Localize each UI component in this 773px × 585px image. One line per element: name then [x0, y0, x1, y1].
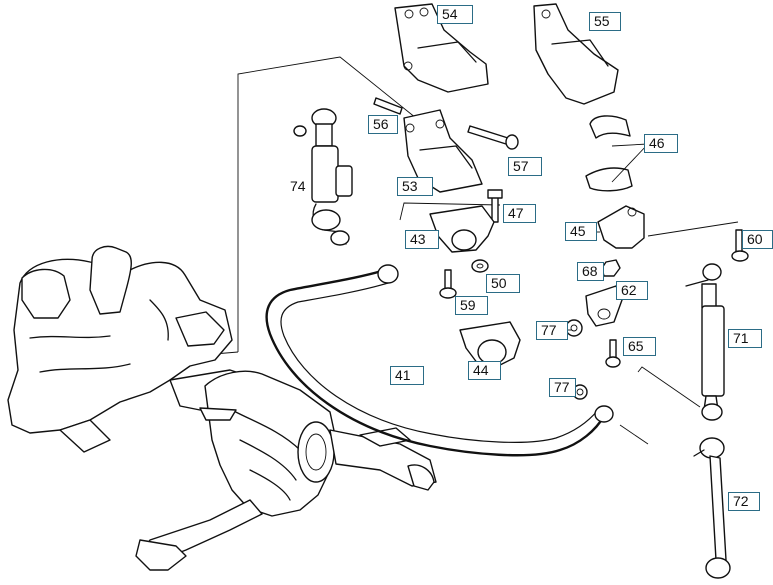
callout-57[interactable]: 57	[508, 157, 542, 176]
bolt-60	[731, 229, 749, 262]
bracket-54	[394, 3, 489, 93]
callout-46[interactable]: 46	[644, 134, 678, 153]
callout-43[interactable]: 43	[405, 230, 439, 249]
clamp-43	[429, 205, 495, 253]
clamp-45	[597, 205, 645, 249]
strut-71	[685, 263, 725, 421]
bracket-55	[533, 3, 619, 105]
callout-41[interactable]: 41	[390, 366, 424, 385]
callout-77-lower[interactable]: 77	[549, 378, 576, 397]
callout-45[interactable]: 45	[565, 222, 597, 241]
callout-55[interactable]: 55	[589, 12, 621, 31]
callout-53[interactable]: 53	[397, 177, 433, 196]
callout-56[interactable]: 56	[368, 115, 398, 134]
callout-60[interactable]: 60	[742, 230, 773, 249]
bolt-57	[467, 125, 519, 150]
callout-68[interactable]: 68	[577, 262, 604, 281]
bracket-53	[403, 109, 483, 193]
callout-59[interactable]: 59	[455, 296, 488, 315]
washer-50	[471, 259, 489, 273]
label-74: 74	[290, 178, 306, 194]
bolt-59	[439, 269, 457, 299]
stabilizer-bar	[265, 264, 614, 457]
callout-54[interactable]: 54	[437, 5, 473, 24]
nut-68	[601, 259, 621, 277]
callout-71[interactable]: 71	[728, 329, 762, 348]
clamp-44	[459, 321, 521, 367]
callout-44[interactable]: 44	[468, 361, 501, 380]
nut-77-upper	[565, 319, 583, 337]
bolt-65	[605, 339, 621, 368]
callout-77-upper[interactable]: 77	[536, 321, 568, 340]
pin-56	[373, 97, 403, 115]
callout-47[interactable]: 47	[503, 204, 536, 223]
callout-50[interactable]: 50	[486, 274, 520, 293]
rear-axle-carrier	[7, 245, 437, 571]
link-72	[693, 437, 731, 579]
bolt-47	[487, 189, 503, 223]
bushing-46	[585, 115, 633, 192]
level-actuator	[293, 108, 353, 246]
callout-72[interactable]: 72	[728, 492, 760, 511]
callout-62[interactable]: 62	[616, 281, 648, 300]
callout-65[interactable]: 65	[623, 337, 656, 356]
